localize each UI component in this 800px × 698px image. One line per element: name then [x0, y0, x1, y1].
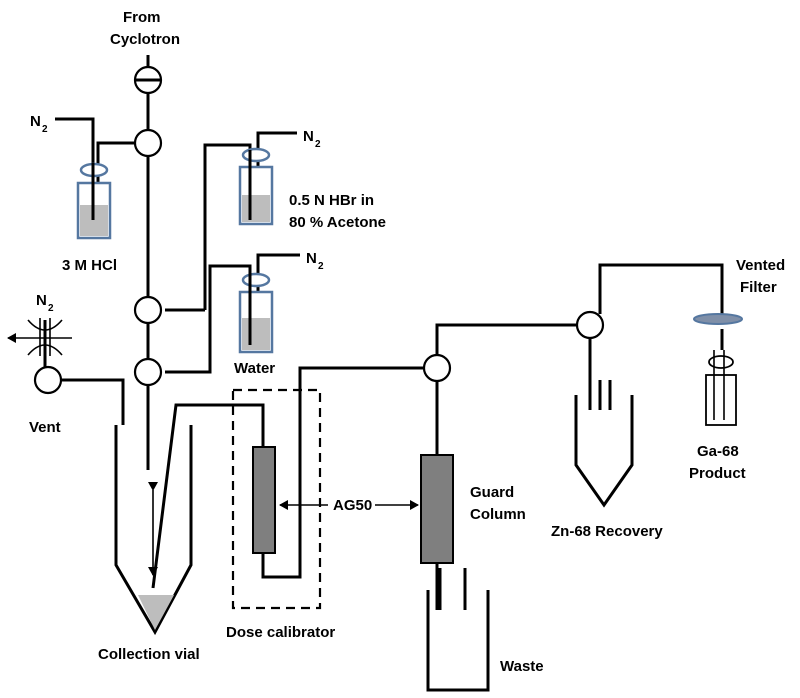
filter-line: [598, 263, 724, 317]
collection-vial-label: Collection vial: [98, 646, 200, 663]
labels: From Cyclotron N 2 N 2 N 2 N 2 3 M HCl 0…: [29, 9, 785, 675]
hbr-label-2: 80 % Acetone: [289, 214, 386, 231]
vented-filter: [693, 313, 743, 325]
column-valve: [422, 353, 452, 383]
dose-calibrator-label: Dose calibrator: [226, 624, 335, 641]
vial-transfer-tube: [151, 403, 265, 589]
water-n2-sub: 2: [318, 261, 324, 272]
vent-valve: [33, 365, 63, 395]
guard-label-2: Column: [470, 506, 526, 523]
collection-vial-outline: [114, 425, 193, 636]
recovery-valve: [575, 310, 605, 340]
vented-label-2: Filter: [740, 279, 777, 296]
dose-calibrator: [231, 388, 322, 610]
ag50-label: AG50: [333, 497, 372, 514]
zn-recovery-vial: [574, 395, 634, 508]
vent-n2-sub: 2: [48, 303, 54, 314]
ag50-column: [252, 446, 276, 554]
hbr-n2-sub: 2: [315, 139, 321, 150]
ga68-label-2: Product: [689, 465, 746, 482]
vented-label-1: Vented: [736, 257, 785, 274]
cyclotron-label: Cyclotron: [110, 31, 180, 48]
collection-vial-contents: [138, 482, 174, 630]
waste-container: [426, 590, 490, 692]
water-label: Water: [234, 360, 275, 377]
ag50-outlet-line: [261, 366, 425, 579]
water-n2-label: N: [306, 250, 317, 267]
waste-tubes: [438, 568, 467, 610]
vent-line: [60, 378, 125, 425]
hbr-label-1: 0.5 N HBr in: [289, 192, 374, 209]
ga68-label-1: Ga-68: [697, 443, 739, 460]
guard-column: [279, 454, 454, 564]
hbr-bottle: [238, 147, 274, 226]
hcl-n2-sub: 2: [42, 124, 48, 135]
hbr-n2-label: N: [303, 128, 314, 145]
zn-vial-tubes: [598, 380, 612, 410]
hcl-valve: [133, 128, 163, 158]
vent-n2-label: N: [36, 292, 47, 309]
from-label: From: [123, 9, 161, 26]
tubing: [43, 55, 724, 636]
waste-label: Waste: [500, 658, 544, 675]
guard-label-1: Guard: [470, 484, 514, 501]
valves: [33, 65, 605, 395]
zn-recovery-label: Zn-68 Recovery: [551, 523, 663, 540]
ga68-product-vial: [705, 329, 737, 426]
hbr-valve: [133, 295, 163, 325]
hcl-label: 3 M HCl: [62, 257, 117, 274]
water-outlet-line: [165, 264, 252, 374]
water-valve: [133, 357, 163, 387]
hcl-bottle: [76, 162, 112, 240]
zn-branch-line: [435, 323, 578, 356]
water-bottle: [238, 270, 274, 354]
hcl-outlet-line: [96, 141, 148, 200]
hcl-n2-label: N: [30, 113, 41, 130]
vent-label: Vent: [29, 419, 61, 436]
vent-symbol: [7, 318, 72, 356]
